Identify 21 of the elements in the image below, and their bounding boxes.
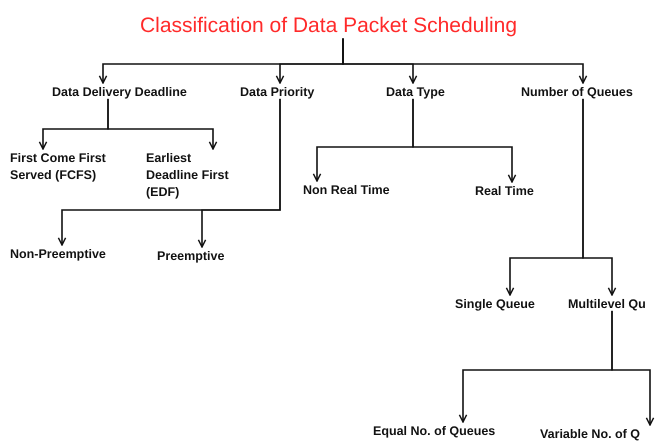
category-label: Real Time (475, 183, 534, 200)
arrow (198, 98, 281, 248)
category-label: Preemptive (157, 248, 224, 265)
category-label: Equal No. of Queues (373, 423, 496, 440)
category-label: Data Priority (240, 84, 314, 101)
category-label: First Come First Served (FCFS) (10, 150, 135, 184)
arrow (342, 38, 588, 84)
category-label: Variable No. of Q (540, 426, 640, 441)
diagram-title: Classification of Data Packet Scheduling (140, 12, 518, 40)
category-label: Single Queue (455, 296, 535, 313)
category-label: Earliest Deadline First (EDF) (146, 150, 246, 201)
category-label: Number of Queues (521, 84, 633, 101)
category-label: Data Type (386, 84, 445, 101)
arrow (412, 98, 516, 183)
category-label: Multilevel Qu (568, 296, 646, 313)
arrow (107, 98, 218, 150)
category-label: Non-Preemptive (10, 246, 106, 263)
category-label: Non Real Time (303, 182, 390, 199)
category-label: Data Delivery Deadline (52, 84, 187, 101)
arrow (611, 310, 654, 426)
arrow (582, 98, 616, 296)
